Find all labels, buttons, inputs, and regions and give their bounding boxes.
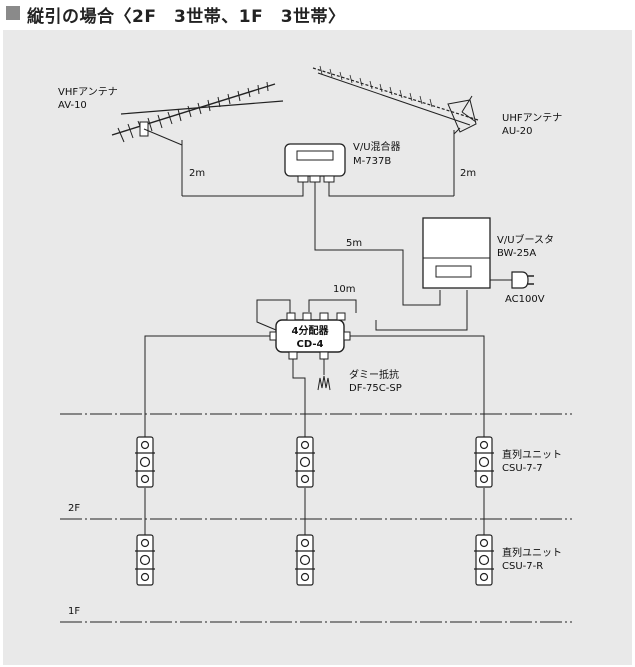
title-square-icon <box>6 6 20 20</box>
booster-icon <box>422 217 512 289</box>
cable-length-vhf: 2m <box>189 168 205 179</box>
cable-length-mixer-booster: 5m <box>346 238 362 249</box>
dummy-name: ダミー抵抗 <box>349 368 399 381</box>
uhf-antenna-name: UHFアンテナ <box>502 112 562 124</box>
vhf-antenna-icon <box>111 81 284 196</box>
mixer-model: M-737B <box>353 156 391 167</box>
series-units-2f <box>135 436 494 488</box>
power-plug-icon <box>511 271 534 289</box>
unit-2f-name: 直列ユニット <box>502 448 562 461</box>
booster-name: V/Uブースタ <box>497 233 554 246</box>
vhf-antenna-model: AV-10 <box>58 100 87 111</box>
mixer-icon <box>284 143 346 183</box>
series-unit-icon <box>295 436 315 488</box>
series-unit-icon <box>135 436 155 488</box>
uhf-antenna-model: AU-20 <box>502 126 533 137</box>
splitter-name: 4分配器 <box>292 324 330 337</box>
series-unit-icon <box>295 534 315 586</box>
floor-label-1f: 1F <box>68 606 80 617</box>
series-unit-icon <box>474 436 494 488</box>
page-title: 縦引の場合〈2F 3世帯、1F 3世帯〉 <box>27 7 346 27</box>
power-label: AC100V <box>505 294 545 305</box>
series-units-1f <box>135 534 494 586</box>
dummy-model: DF-75C-SP <box>349 383 402 394</box>
splitter-model: CD-4 <box>297 339 324 350</box>
title-bar: 縦引の場合〈2F 3世帯、1F 3世帯〉 <box>0 0 635 32</box>
cable-length-uhf: 2m <box>460 168 476 179</box>
unit-2f-model: CSU-7-7 <box>502 463 543 474</box>
booster-model: BW-25A <box>497 248 536 259</box>
unit-1f-name: 直列ユニット <box>502 546 562 559</box>
mixer-name: V/U混合器 <box>353 140 401 153</box>
floor-label-2f: 2F <box>68 503 80 514</box>
series-unit-icon <box>135 534 155 586</box>
cable-length-booster-splitter: 10m <box>333 284 355 295</box>
vhf-antenna-name: VHFアンテナ <box>58 86 118 98</box>
splitter-icon <box>256 299 351 360</box>
uhf-antenna-icon <box>312 65 479 196</box>
unit-1f-model: CSU-7-R <box>502 561 543 572</box>
dummy-resistor-icon <box>317 359 331 391</box>
series-unit-icon <box>474 534 494 586</box>
